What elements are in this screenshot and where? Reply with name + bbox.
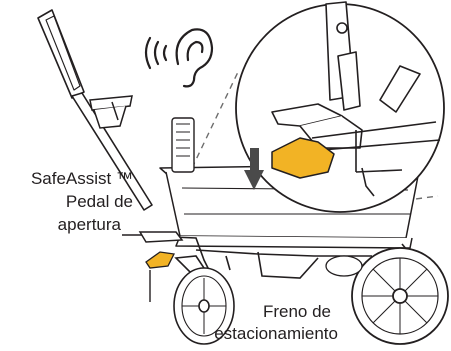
cup-holder xyxy=(89,95,133,129)
opening-pedal xyxy=(138,231,184,243)
opening-pedal-label-line2: apertura xyxy=(57,215,121,234)
parking-brake-label-line2: estacionamiento xyxy=(214,324,338,343)
parking-brake-small xyxy=(145,251,175,269)
push-handle xyxy=(37,9,153,211)
zoom-frame-parts xyxy=(271,1,441,197)
front-wheel xyxy=(173,255,235,345)
opening-pedal-label-line1: Pedal de xyxy=(65,192,133,211)
zoom-detail xyxy=(235,1,445,213)
parking-brake-label-line1: Freno de xyxy=(262,302,331,321)
harness-pad xyxy=(171,117,195,173)
ear-with-sound-waves-icon xyxy=(144,28,214,88)
rear-wheel xyxy=(351,247,449,345)
parking-brake-zoomed xyxy=(271,137,335,179)
safeassist-label: SafeAssist ™ xyxy=(30,169,133,188)
down-arrow-icon xyxy=(244,148,264,190)
rear-wheel-far xyxy=(325,255,363,277)
